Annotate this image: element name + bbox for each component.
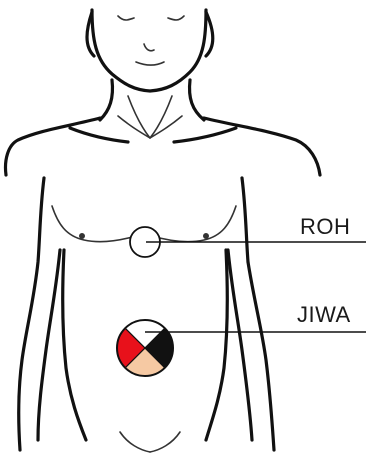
head-outline	[87, 10, 213, 91]
right-nipple	[203, 233, 209, 239]
shoulders-outline	[6, 118, 321, 175]
right-arm-outline	[228, 178, 274, 450]
neck-outline	[100, 80, 204, 138]
jiwa-label: JIWA	[297, 302, 351, 327]
left-nipple	[79, 233, 85, 239]
roh-label: ROH	[300, 214, 350, 239]
left-arm-outline	[19, 178, 60, 450]
